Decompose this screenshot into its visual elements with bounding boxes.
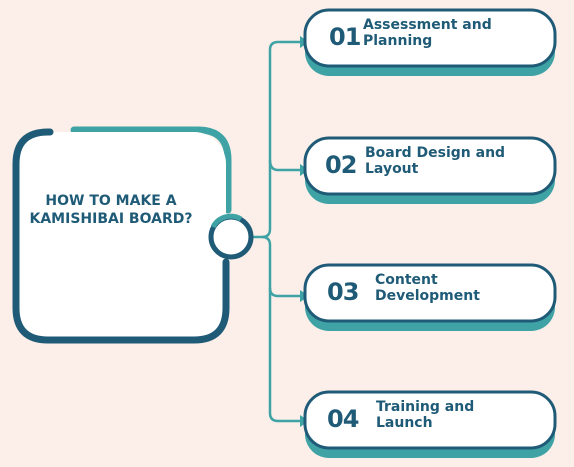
step-2-label: Board Design and Layout [365,145,505,177]
step-4-label-line-2: Launch [376,415,433,431]
main-box-shape [12,126,232,344]
step-4-number: 04 [327,405,359,433]
step-2-number: 02 [325,151,357,179]
step-2: 02 Board Design and Layout [303,138,557,200]
step-2-label-line-2: Layout [365,161,419,177]
main-title: HOW TO MAKE A KAMISHIBAI BOARD? [26,192,196,228]
step-1-label-line-1: Assessment and [363,17,492,33]
connector-arrowheads [300,36,309,427]
step-1-label-line-2: Planning [363,33,433,49]
main-title-line-2: KAMISHIBAI BOARD? [29,211,193,227]
step-3-label: Content Development [375,272,480,304]
step-pill-4 [303,390,557,458]
step-1-label: Assessment and Planning [363,17,492,49]
hub-circle [208,213,254,260]
step-3: 03 Content Development [303,265,557,327]
step-4-label-line-1: Training and [376,399,475,415]
main-title-line-1: HOW TO MAKE A [45,193,177,209]
step-pill-1 [303,8,557,76]
step-3-number: 03 [327,278,359,306]
step-pill-2 [303,136,557,204]
step-1-number: 01 [329,23,361,51]
step-4-label: Training and Launch [376,399,474,431]
step-3-label-line-1: Content [375,272,438,288]
step-1: 01 Assessment and Planning [303,10,557,72]
connector-lines [246,40,300,423]
step-4: 04 Training and Launch [303,392,557,454]
step-pill-3 [303,263,557,331]
step-3-label-line-2: Development [375,288,480,304]
step-2-label-line-1: Board Design and [365,145,506,161]
